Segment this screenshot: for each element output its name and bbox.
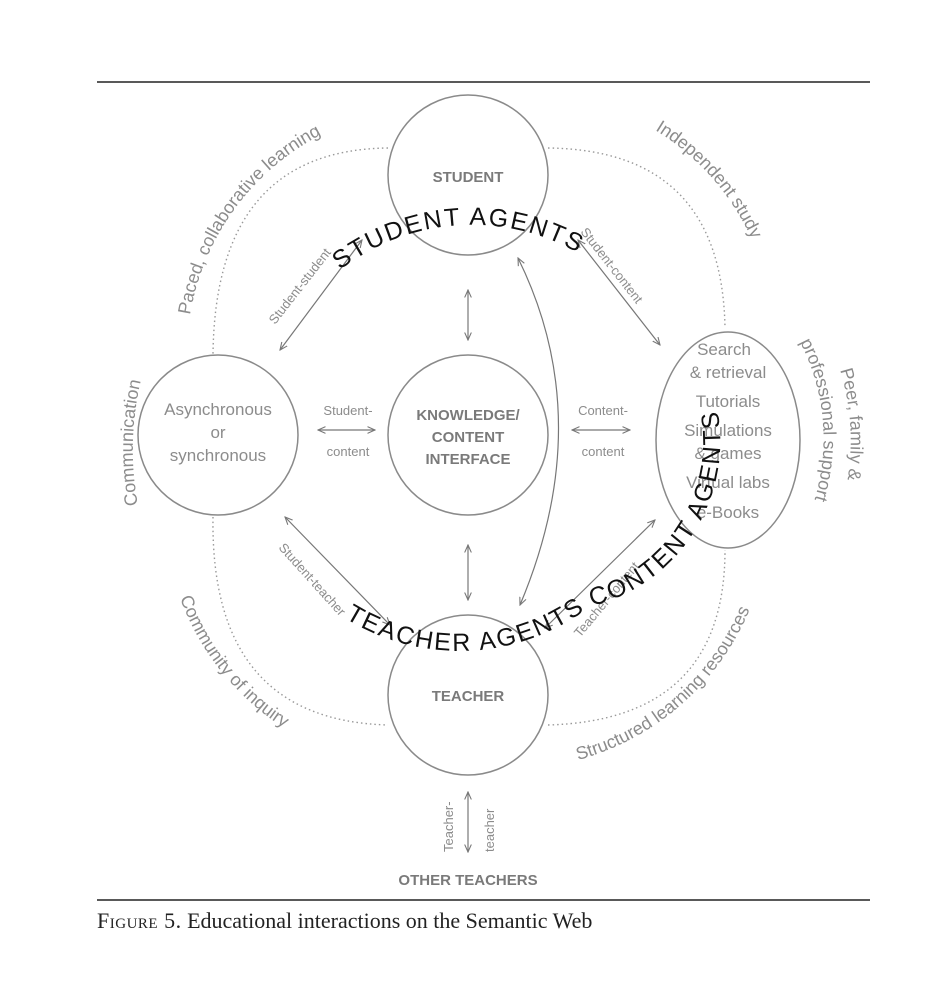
async-line-1: Asynchronous [164,400,272,419]
teacher-node [387,614,549,776]
edge-label-student-student: Student-student [266,245,335,327]
res-search: Search [697,340,751,359]
knowledge-line-1: KNOWLEDGE/ [416,407,520,424]
label-independent-study: Independent study [653,116,767,241]
knowledge-line-3: INTERFACE [425,451,510,468]
edge-label-content-content-1: Content- [578,403,628,418]
async-line-2: or [210,423,225,442]
student-node [387,94,549,256]
edge-label-content-content-2: content [582,444,625,459]
outer-dotted-paths [212,147,726,726]
label-professional-support: professional support [796,335,839,504]
figure-caption: Figure 5. Educational interactions on th… [97,908,592,934]
edge-label-student-teacher: Student-teacher [276,540,349,619]
label-community-inquiry: Community of inquiry [176,592,293,731]
async-line-3: synchronous [170,446,266,465]
edge-label-teacher-teacher-1: Teacher- [441,801,456,852]
edge-student-teacher [285,517,390,625]
resources-node [655,331,801,549]
edge-label-student-content-h-2: content [327,444,370,459]
knowledge-node [387,354,549,516]
knowledge-line-2: CONTENT [432,429,505,446]
res-games: & games [694,444,761,463]
other-teachers-label: OTHER TEACHERS [398,872,537,889]
edge-student-student [280,240,362,350]
label-structured-resources: Structured learning resources [573,603,753,764]
res-virtual-labs: Virtual labs [686,473,770,492]
res-retrieval: & retrieval [690,363,767,382]
edge-student-content-diag [578,240,660,345]
async-node [137,354,299,516]
edge-teacher-content [545,520,655,628]
res-tutorials: Tutorials [696,392,761,411]
res-ebooks: e-Books [697,503,759,522]
label-peer-family: Peer, family & [836,366,867,483]
edges [280,240,660,852]
edge-curve-teacher-student [518,258,560,605]
res-simulations: Simulations [684,421,772,440]
teacher-label: TEACHER [432,688,505,705]
edge-label-teacher-teacher-2: teacher [482,808,497,852]
edge-label-student-content-diag: Student-content [578,225,647,307]
figure-caption-text: Educational interactions on the Semantic… [187,908,593,933]
edge-label-student-content-h-1: Student- [323,403,372,418]
figure-number: Figure 5. [97,908,182,933]
student-label: STUDENT [433,169,504,186]
